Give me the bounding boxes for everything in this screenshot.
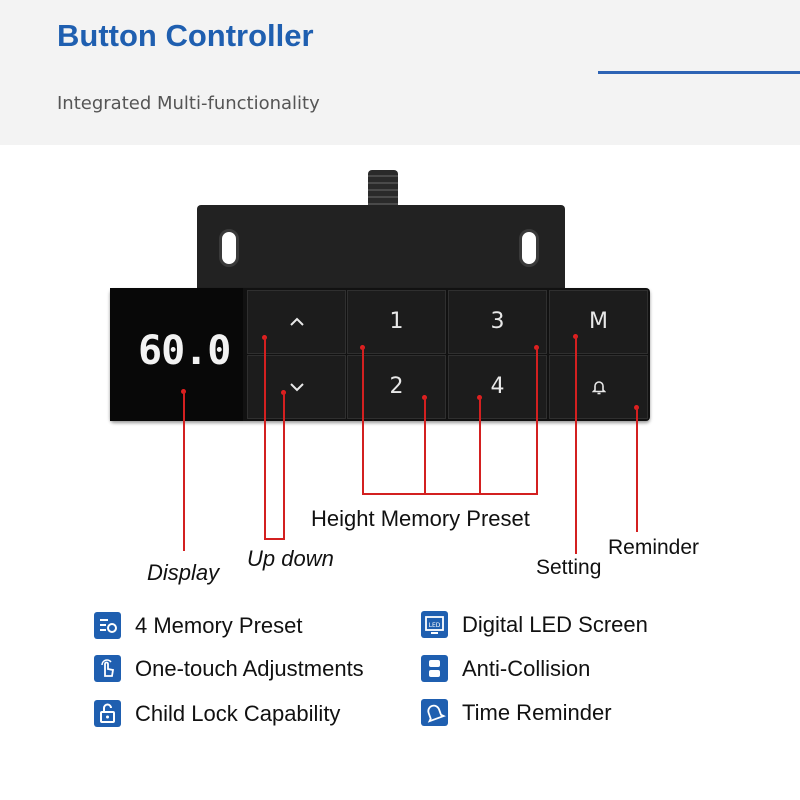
led-screen-icon: LED [421, 611, 448, 638]
preset-2-leader [424, 397, 426, 495]
page-title: Button Controller [57, 18, 314, 53]
preset-3-button[interactable]: 3 [448, 290, 547, 354]
memory-leader [575, 336, 577, 554]
feature-label: Digital LED Screen [462, 612, 648, 637]
up-down-bracket [264, 538, 285, 540]
controller-panel: 60.0 1 2 3 4 M [110, 288, 650, 421]
preset-bracket [362, 493, 538, 495]
reminder-button[interactable] [549, 355, 648, 419]
display-label: Display [147, 560, 220, 585]
display-leader [183, 391, 185, 551]
controller-cable [368, 170, 398, 210]
mounting-slot-right [519, 229, 539, 267]
touch-hand-icon [94, 655, 121, 682]
chevron-up-icon [289, 317, 304, 326]
feature-label: One-touch Adjustments [135, 656, 364, 681]
down-leader [283, 392, 285, 540]
reminder-label: Reminder [608, 536, 700, 559]
chevron-down-icon [289, 383, 304, 392]
mounting-slot-left [219, 229, 239, 267]
svg-text:LED: LED [429, 622, 441, 629]
bell-icon [421, 699, 448, 726]
memory-settings-icon [94, 612, 121, 639]
preset-3-leader [536, 347, 538, 495]
preset-4-button[interactable]: 4 [448, 355, 547, 419]
up-down-label: Up down [247, 546, 334, 571]
led-display: 60.0 [110, 288, 243, 421]
preset-4-leader [479, 397, 481, 495]
setting-label: Setting [536, 556, 602, 579]
preset-1-leader [362, 347, 364, 495]
anti-collision-icon [421, 655, 448, 682]
mounting-bracket [197, 205, 565, 295]
feature-label: Anti-Collision [462, 656, 591, 681]
header-divider [598, 71, 800, 74]
feature-label: Time Reminder [462, 700, 612, 725]
up-button[interactable] [247, 290, 346, 354]
preset-1-button[interactable]: 1 [347, 290, 446, 354]
down-button[interactable] [247, 355, 346, 419]
header-banner: Button Controller Integrated Multi-funct… [0, 0, 800, 145]
up-leader [264, 337, 266, 540]
feature-label: 4 Memory Preset [135, 613, 303, 638]
page-subtitle: Integrated Multi-functionality [57, 93, 320, 114]
memory-button[interactable]: M [549, 290, 648, 354]
reminder-leader [636, 407, 638, 532]
display-value: 60.0 [138, 328, 231, 374]
bell-icon [591, 381, 606, 395]
feature-label: Child Lock Capability [135, 701, 341, 726]
height-memory-preset-label: Height Memory Preset [311, 506, 530, 531]
lock-icon [94, 700, 121, 727]
